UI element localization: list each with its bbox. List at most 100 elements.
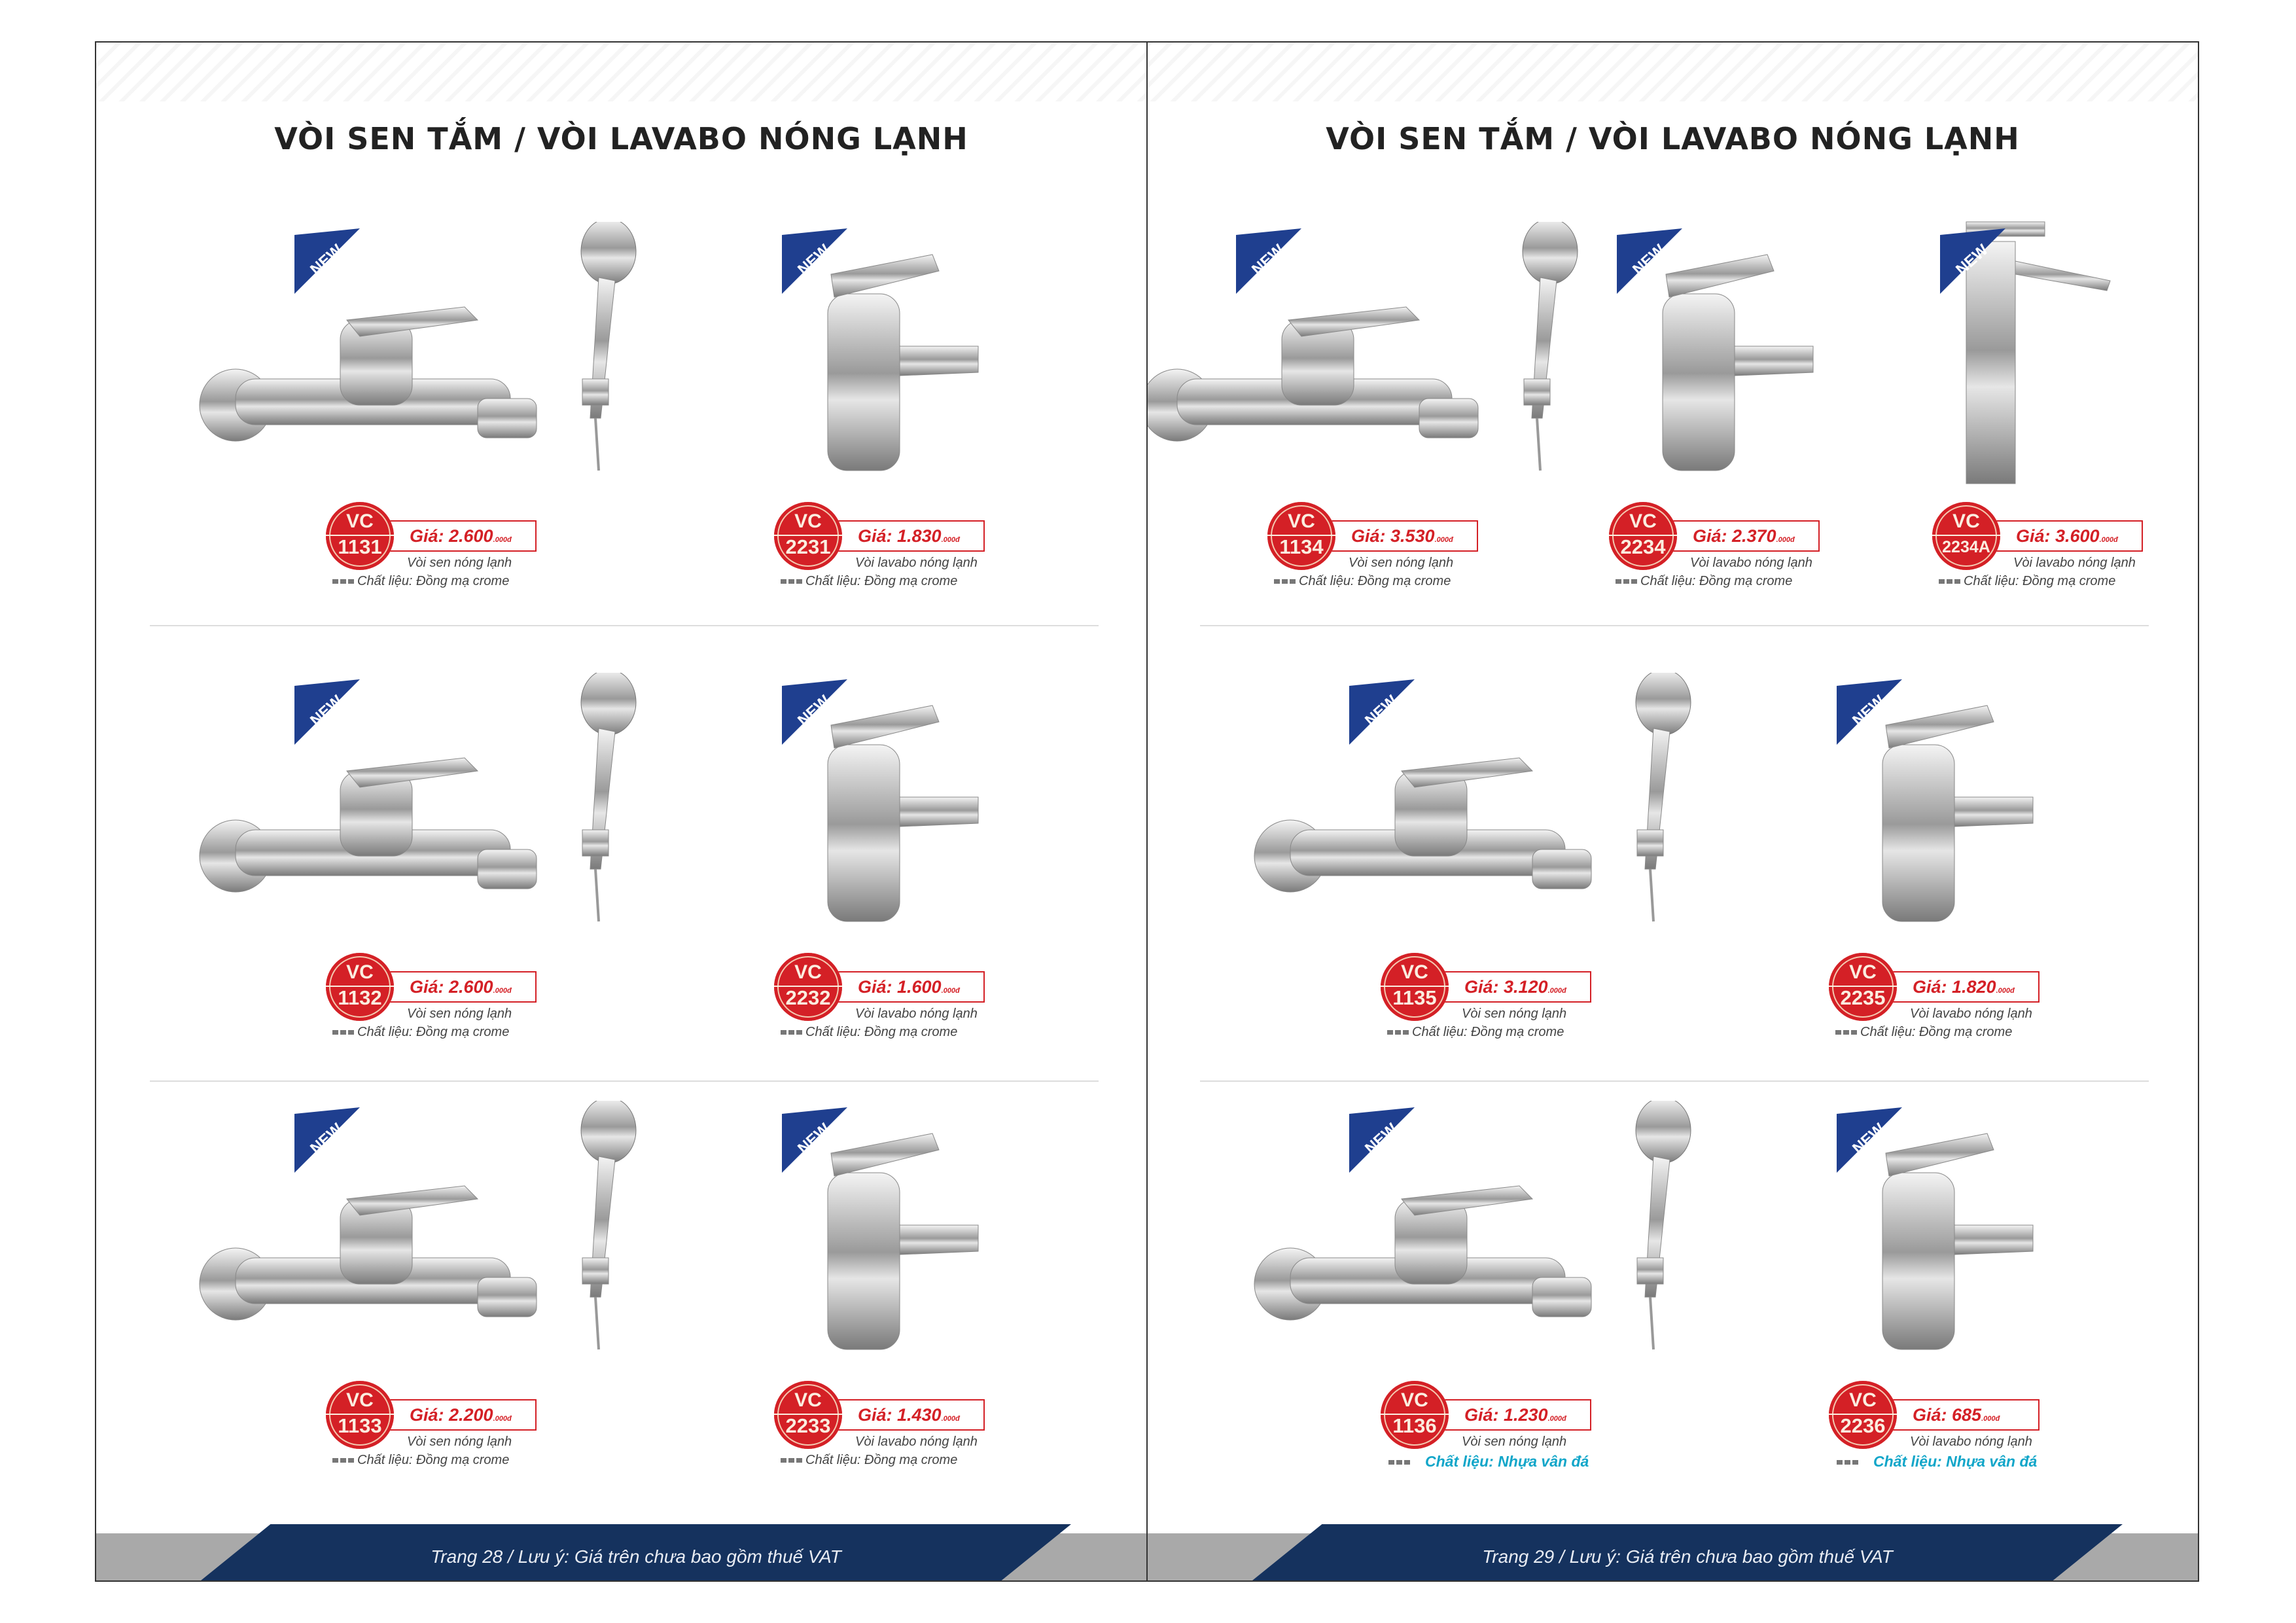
- product-material: Chất liệu: Đồng mạ crome: [1835, 1025, 2012, 1040]
- product-image: [1245, 669, 1716, 937]
- material-text: Chất liệu: Đồng mạ crome: [357, 574, 510, 588]
- page-title: VÒI SEN TẮM / VÒI LAVABO NÓNG LẠNH: [1326, 121, 2020, 156]
- bullet-icon: [781, 579, 803, 584]
- price: Giá: 3.120: [1464, 977, 1548, 997]
- product-description: Vòi lavabo nóng lạnh: [1910, 1435, 2032, 1449]
- code-number: 2233: [774, 1414, 842, 1437]
- footer-banner: Trang 29 / Lưu ý: Giá trên chưa bao gồm …: [1252, 1524, 2123, 1580]
- product-material: Chất liệu: Đồng mạ crome: [781, 574, 957, 589]
- product-description: Vòi lavabo nóng lạnh: [1690, 556, 1812, 570]
- product-code-badge: VC 1134: [1267, 502, 1335, 570]
- product-description: Vòi sen nóng lạnh: [407, 1007, 512, 1021]
- new-ribbon-icon: NEW: [294, 1107, 360, 1173]
- product-code-badge: VC 1131: [326, 502, 394, 570]
- bullet-icon: [332, 1458, 355, 1463]
- product-image: [190, 1097, 661, 1365]
- price-box: Giá: 685.000đ: [1889, 1399, 2040, 1431]
- price-unit: .000đ: [941, 1415, 960, 1423]
- code-series: VC: [794, 510, 822, 532]
- catalog-page-29: VÒI SEN TẮM / VÒI LAVABO NÓNG LẠNH Trang…: [1146, 41, 2199, 1582]
- price-unit: .000đ: [941, 536, 960, 544]
- code-series: VC: [1849, 1389, 1877, 1411]
- bullet-icon: [332, 579, 355, 584]
- row-divider: [150, 625, 1099, 626]
- product-image: [1920, 215, 2117, 493]
- price-unit: .000đ: [1547, 1415, 1566, 1423]
- price-box: Giá: 2.200.000đ: [386, 1399, 537, 1431]
- product-description: Vòi sen nóng lạnh: [407, 1435, 512, 1449]
- code-number: 1135: [1381, 986, 1449, 1009]
- product-code-badge: VC 2235: [1829, 953, 1897, 1021]
- price-unit: .000đ: [493, 1415, 512, 1423]
- price-unit: .000đ: [1547, 987, 1566, 995]
- price-box: Giá: 1.830.000đ: [834, 520, 985, 552]
- product-description: Vòi lavabo nóng lạnh: [855, 1007, 978, 1021]
- price: Giá: 1.820: [1913, 977, 1996, 997]
- code-number: 2234: [1609, 535, 1677, 558]
- bullet-icon: [1835, 1030, 1858, 1035]
- product-code-badge: VC 1135: [1381, 953, 1449, 1021]
- price: Giá: 685: [1913, 1405, 1982, 1425]
- product-material: Chất liệu: Đồng mạ crome: [781, 1025, 957, 1040]
- product-image: [1245, 1097, 1716, 1365]
- new-ribbon-icon: NEW: [782, 228, 847, 294]
- product-code-badge: VC 2232: [774, 953, 842, 1021]
- price: Giá: 2.600: [410, 977, 493, 997]
- price-unit: .000đ: [941, 987, 960, 995]
- row-divider: [1200, 625, 2149, 626]
- catalog-page-28: VÒI SEN TẮM / VÒI LAVABO NÓNG LẠNH Trang…: [95, 41, 1148, 1582]
- new-ribbon-icon: NEW: [294, 679, 360, 745]
- code-series: VC: [1952, 510, 1980, 532]
- material-text: Chất liệu: Đồng mạ crome: [357, 1025, 510, 1039]
- code-series: VC: [346, 1389, 374, 1411]
- product-material: Chất liệu: Đồng mạ crome: [332, 1453, 509, 1468]
- footer-note: Trang 28 / Lưu ý: Giá trên chưa bao gồm …: [431, 1546, 841, 1567]
- price: Giá: 1.830: [858, 526, 942, 546]
- price: Giá: 1.230: [1464, 1405, 1548, 1425]
- product-image: [782, 1114, 991, 1365]
- product-description: Vòi sen nóng lạnh: [1462, 1435, 1567, 1449]
- product-code-badge: VC 2231: [774, 502, 842, 570]
- new-ribbon-icon: NEW: [1236, 228, 1301, 294]
- price-box: Giá: 1.820.000đ: [1889, 971, 2040, 1003]
- code-series: VC: [1849, 961, 1877, 983]
- price-box: Giá: 1.430.000đ: [834, 1399, 985, 1431]
- footer-banner: Trang 28 / Lưu ý: Giá trên chưa bao gồm …: [201, 1524, 1071, 1580]
- product-code-badge: VC 2234A: [1932, 502, 2000, 570]
- product-code-badge: VC 2233: [774, 1381, 842, 1449]
- material-text: Chất liệu: Đồng mạ crome: [805, 574, 958, 588]
- price: Giá: 1.600: [858, 977, 942, 997]
- price-unit: .000đ: [493, 987, 512, 995]
- price-box: Giá: 2.600.000đ: [386, 520, 537, 552]
- price: Giá: 3.530: [1351, 526, 1435, 546]
- price: Giá: 2.200: [410, 1405, 493, 1425]
- bullet-icon: [1616, 579, 1638, 584]
- code-series: VC: [1629, 510, 1657, 532]
- new-ribbon-icon: NEW: [1617, 228, 1682, 294]
- code-number: 2231: [774, 535, 842, 558]
- bullet-icon: [1388, 1460, 1411, 1465]
- code-number: 1133: [326, 1414, 394, 1437]
- code-series: VC: [346, 510, 374, 532]
- product-description: Vòi sen nóng lạnh: [1462, 1007, 1567, 1021]
- material-text: Chất liệu: Đồng mạ crome: [805, 1025, 958, 1039]
- price-unit: .000đ: [493, 536, 512, 544]
- page-title: VÒI SEN TẮM / VÒI LAVABO NÓNG LẠNH: [274, 121, 968, 156]
- price-box: Giá: 3.530.000đ: [1328, 520, 1478, 552]
- product-image: [190, 218, 661, 486]
- product-image: [1837, 1114, 2046, 1365]
- price-unit: .000đ: [1981, 1415, 2000, 1423]
- code-series: VC: [346, 961, 374, 983]
- product-material: Chất liệu: Đồng mạ crome: [332, 1025, 509, 1040]
- new-ribbon-icon: NEW: [1837, 1107, 1902, 1173]
- code-number: 1132: [326, 986, 394, 1009]
- bullet-icon: [781, 1458, 803, 1463]
- product-material: Chất liệu: Đồng mạ crome: [781, 1453, 957, 1468]
- material-text: Chất liệu: Nhựa vân đá: [1425, 1453, 1589, 1470]
- product-material: Chất liệu: Đồng mạ crome: [1616, 574, 1792, 589]
- product-code-badge: VC 2234: [1609, 502, 1677, 570]
- bullet-icon: [1274, 579, 1296, 584]
- material-text: Chất liệu: Đồng mạ crome: [1860, 1025, 2013, 1039]
- new-ribbon-icon: NEW: [294, 228, 360, 294]
- bullet-icon: [1837, 1460, 1859, 1465]
